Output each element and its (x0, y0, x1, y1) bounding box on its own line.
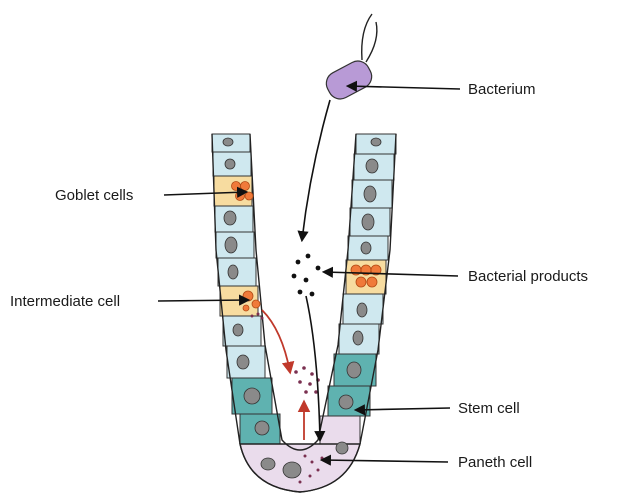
label-goblet-cells: Goblet cells (55, 187, 133, 204)
label-bacterium: Bacterium (468, 81, 536, 98)
intermediate-leader (158, 300, 248, 301)
label-bacterial-products: Bacterial products (468, 268, 588, 285)
intermediate-to-lumen-arrow (262, 310, 290, 372)
label-intermediate-cell: Intermediate cell (10, 293, 120, 310)
products-to-base-arrow (306, 296, 320, 440)
bacterium-icon (322, 14, 377, 103)
bacterial-products-dots (292, 254, 321, 297)
bacterium-to-products-arrow (302, 100, 330, 240)
right-epithelium (320, 134, 396, 444)
products-leader (324, 272, 458, 276)
label-stem-cell: Stem cell (458, 400, 520, 417)
goblet-cell-left (214, 176, 252, 206)
label-paneth-cell: Paneth cell (458, 454, 532, 471)
